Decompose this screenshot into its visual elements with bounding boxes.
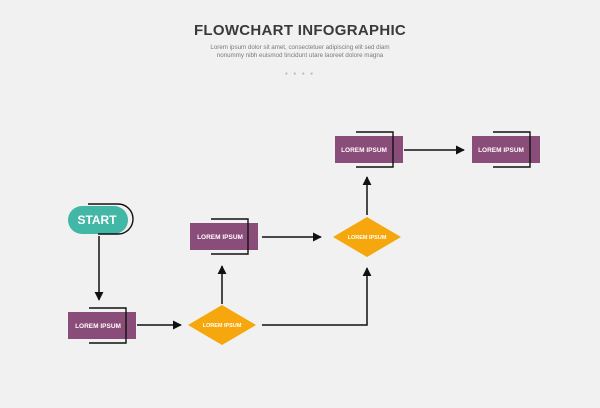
process-3-bracket bbox=[356, 131, 394, 168]
process-node-3[interactable]: LOREM IPSUM bbox=[335, 131, 403, 168]
arrow-decision-1-to-decision-2 bbox=[262, 267, 372, 326]
start-shape bbox=[68, 206, 128, 234]
process-1-bracket bbox=[89, 307, 127, 344]
decision-node-1[interactable]: LOREM IPSUM bbox=[188, 305, 256, 345]
start-node[interactable]: START bbox=[68, 203, 134, 235]
start-label: START bbox=[77, 213, 117, 227]
process-3-label: LOREM IPSUM bbox=[341, 147, 387, 154]
page-subtitle: Lorem ipsum dolor sit amet, consectetuer… bbox=[210, 44, 390, 60]
process-2-bracket bbox=[211, 218, 249, 255]
start-outline bbox=[88, 203, 134, 235]
decision-2-shape bbox=[333, 217, 401, 257]
process-4-bracket bbox=[493, 131, 531, 168]
process-node-4[interactable]: LOREM IPSUM bbox=[472, 131, 540, 168]
process-node-1[interactable]: LOREM IPSUM bbox=[68, 307, 136, 344]
pagination-dots: ● ● ● ● bbox=[284, 71, 316, 77]
process-2-label: LOREM IPSUM bbox=[197, 234, 243, 241]
decision-1-label: LOREM IPSUM bbox=[203, 323, 242, 329]
connectors bbox=[94, 145, 465, 330]
decision-2-label: LOREM IPSUM bbox=[348, 235, 387, 241]
decision-node-2[interactable]: LOREM IPSUM bbox=[333, 217, 401, 257]
process-1-shape bbox=[68, 312, 136, 339]
decision-1-shape bbox=[188, 305, 256, 345]
process-2-shape bbox=[190, 223, 258, 250]
process-3-shape bbox=[335, 136, 403, 163]
process-node-2[interactable]: LOREM IPSUM bbox=[190, 218, 258, 255]
process-4-shape bbox=[472, 136, 540, 163]
page-title: FLOWCHART INFOGRAPHIC bbox=[193, 22, 407, 39]
process-1-label: LOREM IPSUM bbox=[75, 323, 121, 330]
process-4-label: LOREM IPSUM bbox=[478, 147, 524, 154]
